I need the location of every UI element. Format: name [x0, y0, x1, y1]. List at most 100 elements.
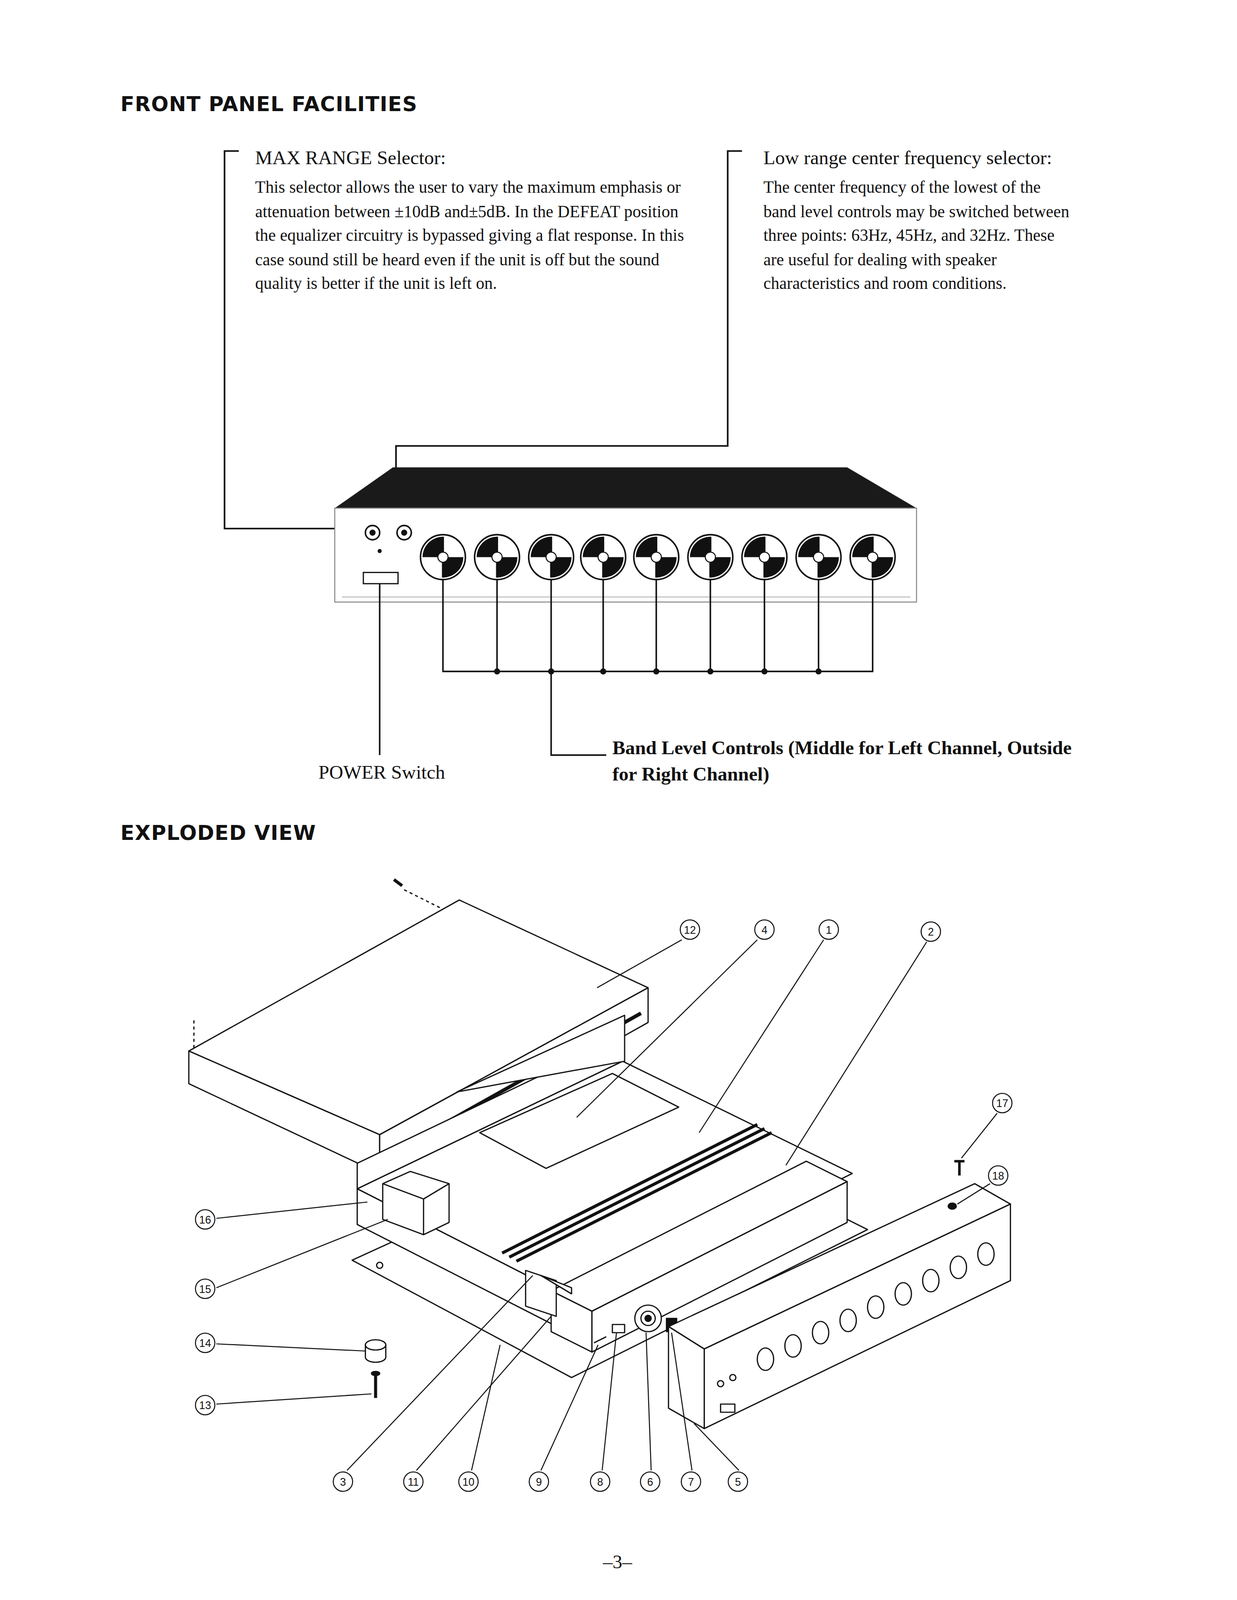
drawing-part [379, 579, 873, 756]
control-label: Band Level Controls (Middle for Left Cha… [612, 734, 1093, 788]
callout-number: 12 [679, 919, 701, 940]
drawing-part [694, 1423, 739, 1472]
callout-number: 8 [590, 1471, 611, 1493]
drawing-part [761, 668, 768, 675]
callout-number: 15 [195, 1278, 216, 1300]
callout-number: 16 [195, 1209, 216, 1230]
drawing-part [786, 942, 928, 1166]
drawing-part [374, 1375, 378, 1399]
drawing-part [551, 1290, 592, 1353]
drawing-part [707, 668, 714, 675]
drawing-part [382, 1183, 450, 1236]
drawing-part [812, 1321, 829, 1345]
drawing-part [640, 1311, 656, 1326]
drawing-part [784, 1334, 802, 1358]
drawing-part [977, 1243, 995, 1267]
drawing-part [948, 1203, 957, 1210]
drawing-part [471, 1345, 501, 1472]
drawing-part [541, 1276, 573, 1295]
drawing-part [950, 1256, 967, 1280]
drawing-part [796, 534, 841, 580]
drawing-part [216, 1344, 366, 1352]
drawing-part [961, 1113, 998, 1159]
drawing-part [655, 579, 657, 672]
drawing-part [363, 572, 399, 584]
callout-number: 14 [195, 1333, 216, 1354]
section-heading: FRONT PANEL FACILITIES [120, 92, 418, 117]
drawing-part [742, 534, 788, 580]
drawing-part [216, 1202, 368, 1219]
drawing-part [763, 579, 766, 672]
drawing-part [493, 668, 822, 675]
drawing-part [668, 1326, 705, 1429]
drawing-part [365, 1345, 387, 1363]
drawing-part [396, 525, 412, 541]
drawing-part [216, 939, 998, 1471]
drawing-part [850, 534, 895, 580]
callout-number: 17 [992, 1093, 1013, 1114]
drawing-part [720, 1404, 736, 1413]
drawing-part [596, 939, 682, 988]
drawing-part [416, 1316, 552, 1472]
drawing-part [474, 534, 520, 580]
callout-number: 18 [987, 1165, 1009, 1187]
drawing-part [420, 534, 466, 580]
drawing-part [376, 1262, 383, 1269]
drawing-part [188, 880, 1011, 1430]
callout-number: 11 [403, 1471, 424, 1493]
callout-number: 13 [195, 1395, 216, 1416]
drawing-part [496, 579, 498, 672]
drawing-part [365, 1339, 387, 1351]
drawing-part [894, 1282, 912, 1306]
callout-number: 2 [920, 921, 942, 943]
callout-number: 7 [680, 1471, 702, 1493]
drawing-part [594, 1337, 607, 1344]
section-heading: EXPLODED VIEW [120, 820, 317, 846]
drawing-part [342, 596, 911, 598]
drawing-part [600, 668, 607, 675]
drawing-part [653, 668, 660, 675]
drawing-part [216, 1219, 388, 1289]
drawing-part [602, 579, 604, 672]
drawing-part [188, 1051, 380, 1174]
callout-heading: MAX RANGE Selector: [255, 146, 699, 170]
drawing-part [378, 583, 381, 756]
drawing-part [602, 1333, 617, 1472]
drawing-part [840, 1309, 857, 1333]
drawing-part [193, 1020, 195, 1052]
drawing-part [817, 579, 820, 672]
drawing-part [957, 1183, 991, 1205]
drawing-part [541, 1345, 599, 1472]
drawing-part [400, 529, 408, 537]
drawing-part [347, 1276, 533, 1472]
callout-number: 3 [332, 1471, 354, 1493]
drawing-part [688, 534, 734, 580]
callout-heading: Low range center frequency selector: [763, 146, 1072, 170]
drawing-part [922, 1269, 939, 1293]
drawing-part [394, 880, 403, 887]
callout-number: 1 [818, 919, 840, 940]
drawing-part [576, 939, 758, 1118]
drawing-part [580, 534, 626, 580]
drawing-part [717, 1380, 724, 1388]
drawing-part [371, 1371, 380, 1376]
drawing-part [671, 1333, 693, 1472]
drawing-part [334, 467, 917, 509]
drawing-part [633, 534, 679, 580]
drawing-part [815, 668, 822, 675]
drawing-part [528, 534, 574, 580]
drawing-part [729, 1374, 737, 1382]
drawing-part [635, 1305, 662, 1333]
drawing-part [377, 549, 382, 554]
callout-number: 9 [528, 1471, 550, 1493]
drawing-part [699, 939, 824, 1133]
callout-number: 4 [754, 919, 775, 940]
callout-box: Low range center frequency selector:The … [739, 146, 1072, 296]
drawing-part [757, 1348, 774, 1371]
control-label: POWER Switch [318, 759, 445, 787]
drawing-part [382, 1171, 450, 1236]
drawing-part [550, 579, 552, 672]
page-number: –3– [571, 1549, 664, 1577]
callout-number: 6 [640, 1471, 661, 1493]
drawing-part [493, 668, 501, 675]
